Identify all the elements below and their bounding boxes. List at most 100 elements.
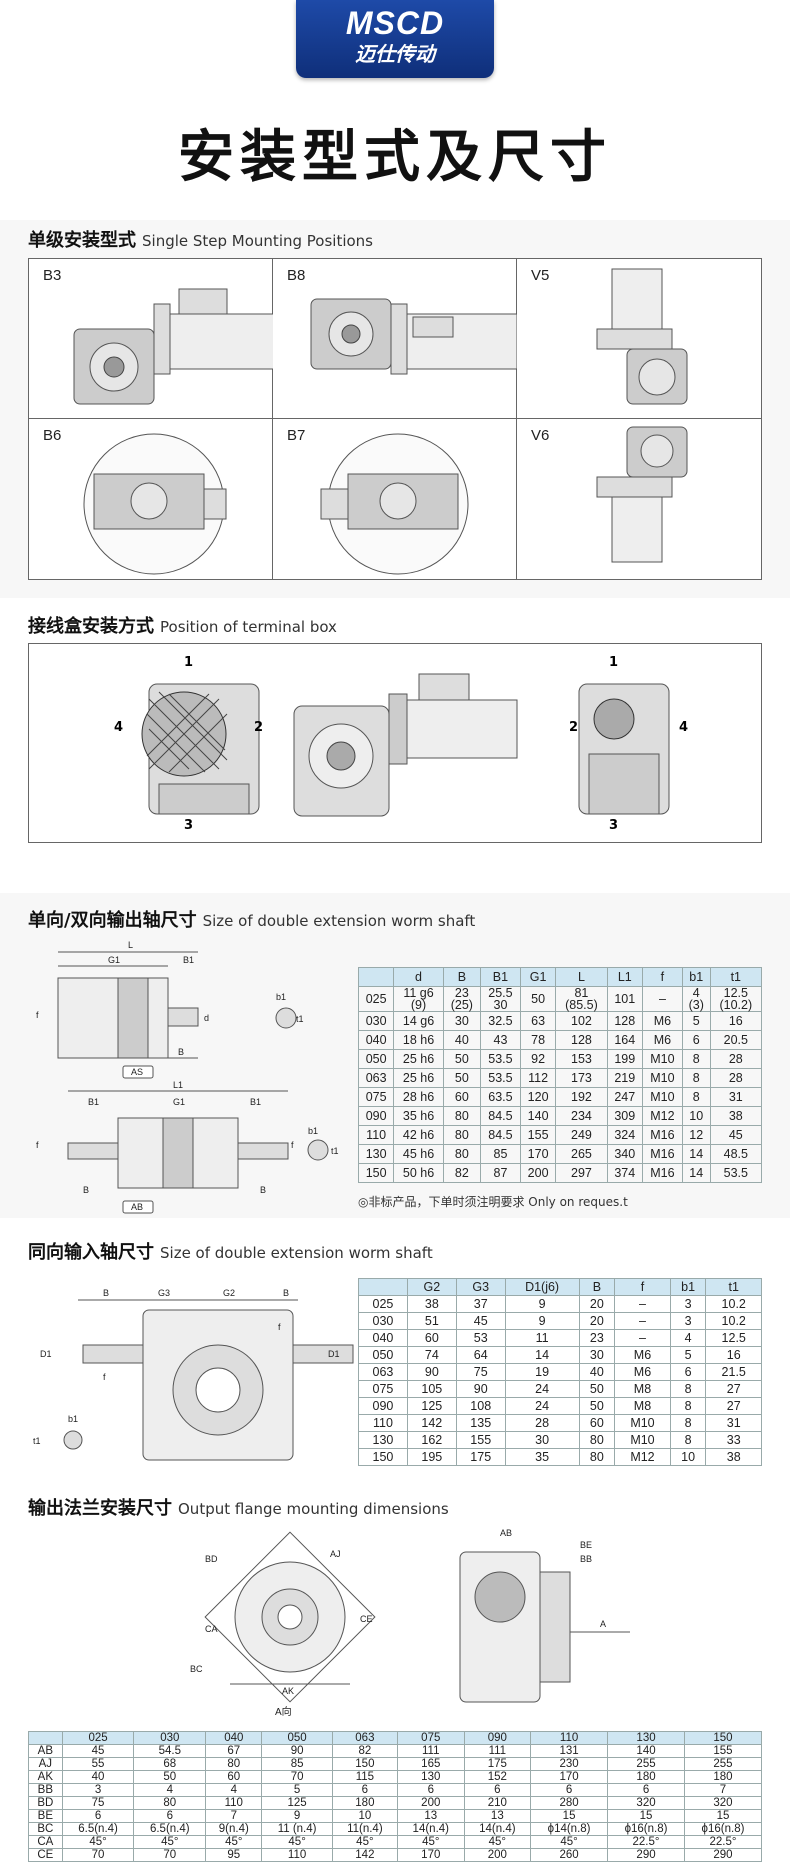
terminal-right-label-bottom: 3 bbox=[609, 818, 618, 833]
table-cell: 45° bbox=[396, 1835, 465, 1849]
table-cell: 35 bbox=[504, 1448, 580, 1466]
table-cell: 38 bbox=[709, 1106, 763, 1126]
table-cell: 45 h6 bbox=[393, 1144, 444, 1164]
table-header-cell: t1 bbox=[705, 1278, 762, 1296]
table-cell: 297 bbox=[555, 1163, 608, 1183]
table-cell: 21.5 bbox=[705, 1363, 762, 1381]
table-cell: 45° bbox=[530, 1835, 609, 1849]
table-cell: 320 bbox=[607, 1796, 685, 1810]
table-cell: 140 bbox=[607, 1744, 685, 1758]
mounting-label: B7 bbox=[287, 427, 306, 444]
terminal-left-label-top: 1 bbox=[184, 655, 193, 670]
table-header-cell bbox=[28, 1731, 63, 1745]
terminal-right-view bbox=[578, 683, 670, 815]
table-row-header: 050 bbox=[358, 1346, 408, 1364]
table-header-cell bbox=[357, 967, 395, 987]
mounting-cell-v5: V5 bbox=[517, 259, 761, 419]
table-cell: 199 bbox=[606, 1049, 643, 1069]
table-cell: 14 bbox=[504, 1346, 580, 1364]
table-cell: 20 bbox=[578, 1295, 616, 1313]
svg-text:f: f bbox=[278, 1322, 281, 1332]
svg-text:G3: G3 bbox=[158, 1288, 170, 1298]
table-header-cell: f bbox=[641, 967, 683, 987]
table-cell: – bbox=[614, 1312, 671, 1330]
table-cell: 70 bbox=[261, 1770, 333, 1784]
table-cell: 14 g6 bbox=[393, 1011, 444, 1031]
table-header-cell: 040 bbox=[205, 1731, 263, 1745]
mounting-cell-b7: B7 bbox=[273, 419, 517, 579]
table-cell: 6 bbox=[681, 1030, 711, 1050]
terminal-box-panel: 1 2 3 4 1 2 4 3 bbox=[28, 643, 762, 843]
table-cell: 63 bbox=[519, 1011, 557, 1031]
table-cell: 55 bbox=[61, 1757, 135, 1771]
table-cell: 125 bbox=[261, 1796, 333, 1810]
table-cell: 14(n.4) bbox=[396, 1822, 465, 1836]
svg-text:t1: t1 bbox=[33, 1436, 41, 1446]
table-cell: 260 bbox=[530, 1848, 609, 1862]
table-cell: 45 bbox=[455, 1312, 506, 1330]
table-cell: 219 bbox=[606, 1068, 643, 1088]
table-cell: 28 bbox=[504, 1414, 580, 1432]
table-cell: 10 bbox=[331, 1809, 398, 1823]
table-cell: 130 bbox=[396, 1770, 465, 1784]
table-cell: 11 g6 (9) bbox=[393, 986, 444, 1012]
table-cell: 38 bbox=[705, 1448, 762, 1466]
table-cell: 82 bbox=[331, 1744, 398, 1758]
table-header-cell: 150 bbox=[683, 1731, 763, 1745]
terminal-right-label-top: 1 bbox=[609, 655, 618, 670]
table-cell: 234 bbox=[555, 1106, 608, 1126]
svg-text:b1: b1 bbox=[68, 1414, 78, 1424]
table-cell: M8 bbox=[614, 1380, 671, 1398]
terminal-right-label-right: 4 bbox=[679, 720, 688, 735]
table-row-header: 063 bbox=[357, 1068, 395, 1088]
table-cell: 102 bbox=[555, 1011, 608, 1031]
table-cell: – bbox=[614, 1329, 671, 1347]
table-header-cell: 025 bbox=[61, 1731, 135, 1745]
table-row-header: BD bbox=[28, 1796, 63, 1810]
table-cell: 112 bbox=[519, 1068, 557, 1088]
table-header-cell: G3 bbox=[455, 1278, 506, 1296]
table-row-header: BE bbox=[28, 1809, 63, 1823]
table-cell: 10.2 bbox=[705, 1295, 762, 1313]
table-header-cell: B bbox=[578, 1278, 616, 1296]
flange-drawing: BD AJ CA CE BC AK A向 AB BE BB A bbox=[190, 1528, 630, 1718]
table-cell: 180 bbox=[683, 1770, 763, 1784]
mounting-label: B6 bbox=[43, 427, 62, 444]
table-cell: 8 bbox=[681, 1087, 711, 1107]
table-cell: 30 bbox=[442, 1011, 481, 1031]
table-cell: 7 bbox=[683, 1783, 763, 1797]
table-cell: 75 bbox=[61, 1796, 135, 1810]
page-title: 安装型式及尺寸 bbox=[178, 125, 612, 190]
table-cell: 111 bbox=[396, 1744, 465, 1758]
svg-text:A向: A向 bbox=[275, 1705, 292, 1718]
table-cell: 45° bbox=[133, 1835, 207, 1849]
table-cell: 80 bbox=[442, 1125, 481, 1145]
table-cell: 82 bbox=[442, 1163, 481, 1183]
svg-text:G1: G1 bbox=[108, 955, 120, 965]
svg-text:t1: t1 bbox=[296, 1014, 304, 1024]
table-cell: 115 bbox=[331, 1770, 398, 1784]
terminal-left-label-right: 2 bbox=[254, 720, 263, 735]
table-cell: 210 bbox=[463, 1796, 532, 1810]
table-cell: 28 bbox=[709, 1068, 763, 1088]
table-cell: 290 bbox=[607, 1848, 685, 1862]
table-cell: 40 bbox=[442, 1030, 481, 1050]
table-row-header: AB bbox=[28, 1744, 63, 1758]
table-row-header: 040 bbox=[358, 1329, 408, 1347]
svg-text:BC: BC bbox=[190, 1664, 203, 1674]
table-cell: 5 bbox=[261, 1783, 333, 1797]
table-cell: 4 bbox=[669, 1329, 707, 1347]
table-row-header: 130 bbox=[357, 1144, 395, 1164]
terminal-left-label-left: 4 bbox=[114, 720, 123, 735]
table-header-cell: 110 bbox=[530, 1731, 609, 1745]
